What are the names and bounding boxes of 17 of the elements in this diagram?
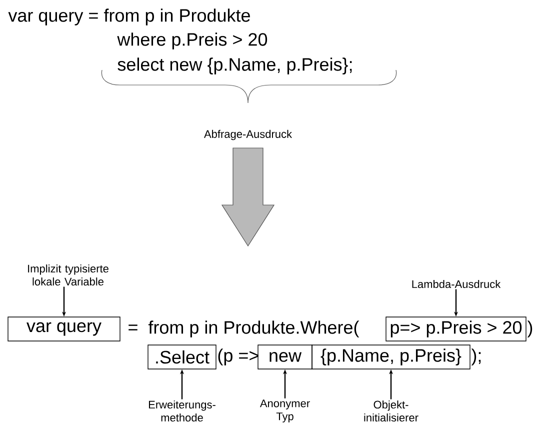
annotation-label: Objekt- initialisierer [364, 400, 418, 422]
code-text: = [128, 324, 138, 330]
code-box: p=> p.Preis > 20 [386, 316, 526, 342]
code-text: select new {p.Name, p.Preis}; [118, 58, 352, 74]
code-box: new [258, 344, 312, 370]
code-text: from p in Produkte.Where( [148, 320, 360, 338]
annotation-label: Lambda-Ausdruck [412, 280, 501, 288]
annotation-label: Erweiterungs- methode [148, 400, 216, 422]
code-box: var query [8, 316, 120, 342]
code-text: ); [471, 348, 481, 366]
code-box: {p.Name, p.Preis} [312, 344, 470, 370]
code-text: where p.Preis > 20 [117, 32, 268, 50]
annotation-label: Anonymer Typ [260, 400, 310, 422]
code-text: Abfrage-Ausdruck [204, 130, 292, 140]
code-box: .Select [148, 344, 216, 370]
annotation-label: Implizit typisierte lokale Variable [28, 264, 108, 286]
code-text: var query = from p in Produkte [8, 8, 250, 26]
